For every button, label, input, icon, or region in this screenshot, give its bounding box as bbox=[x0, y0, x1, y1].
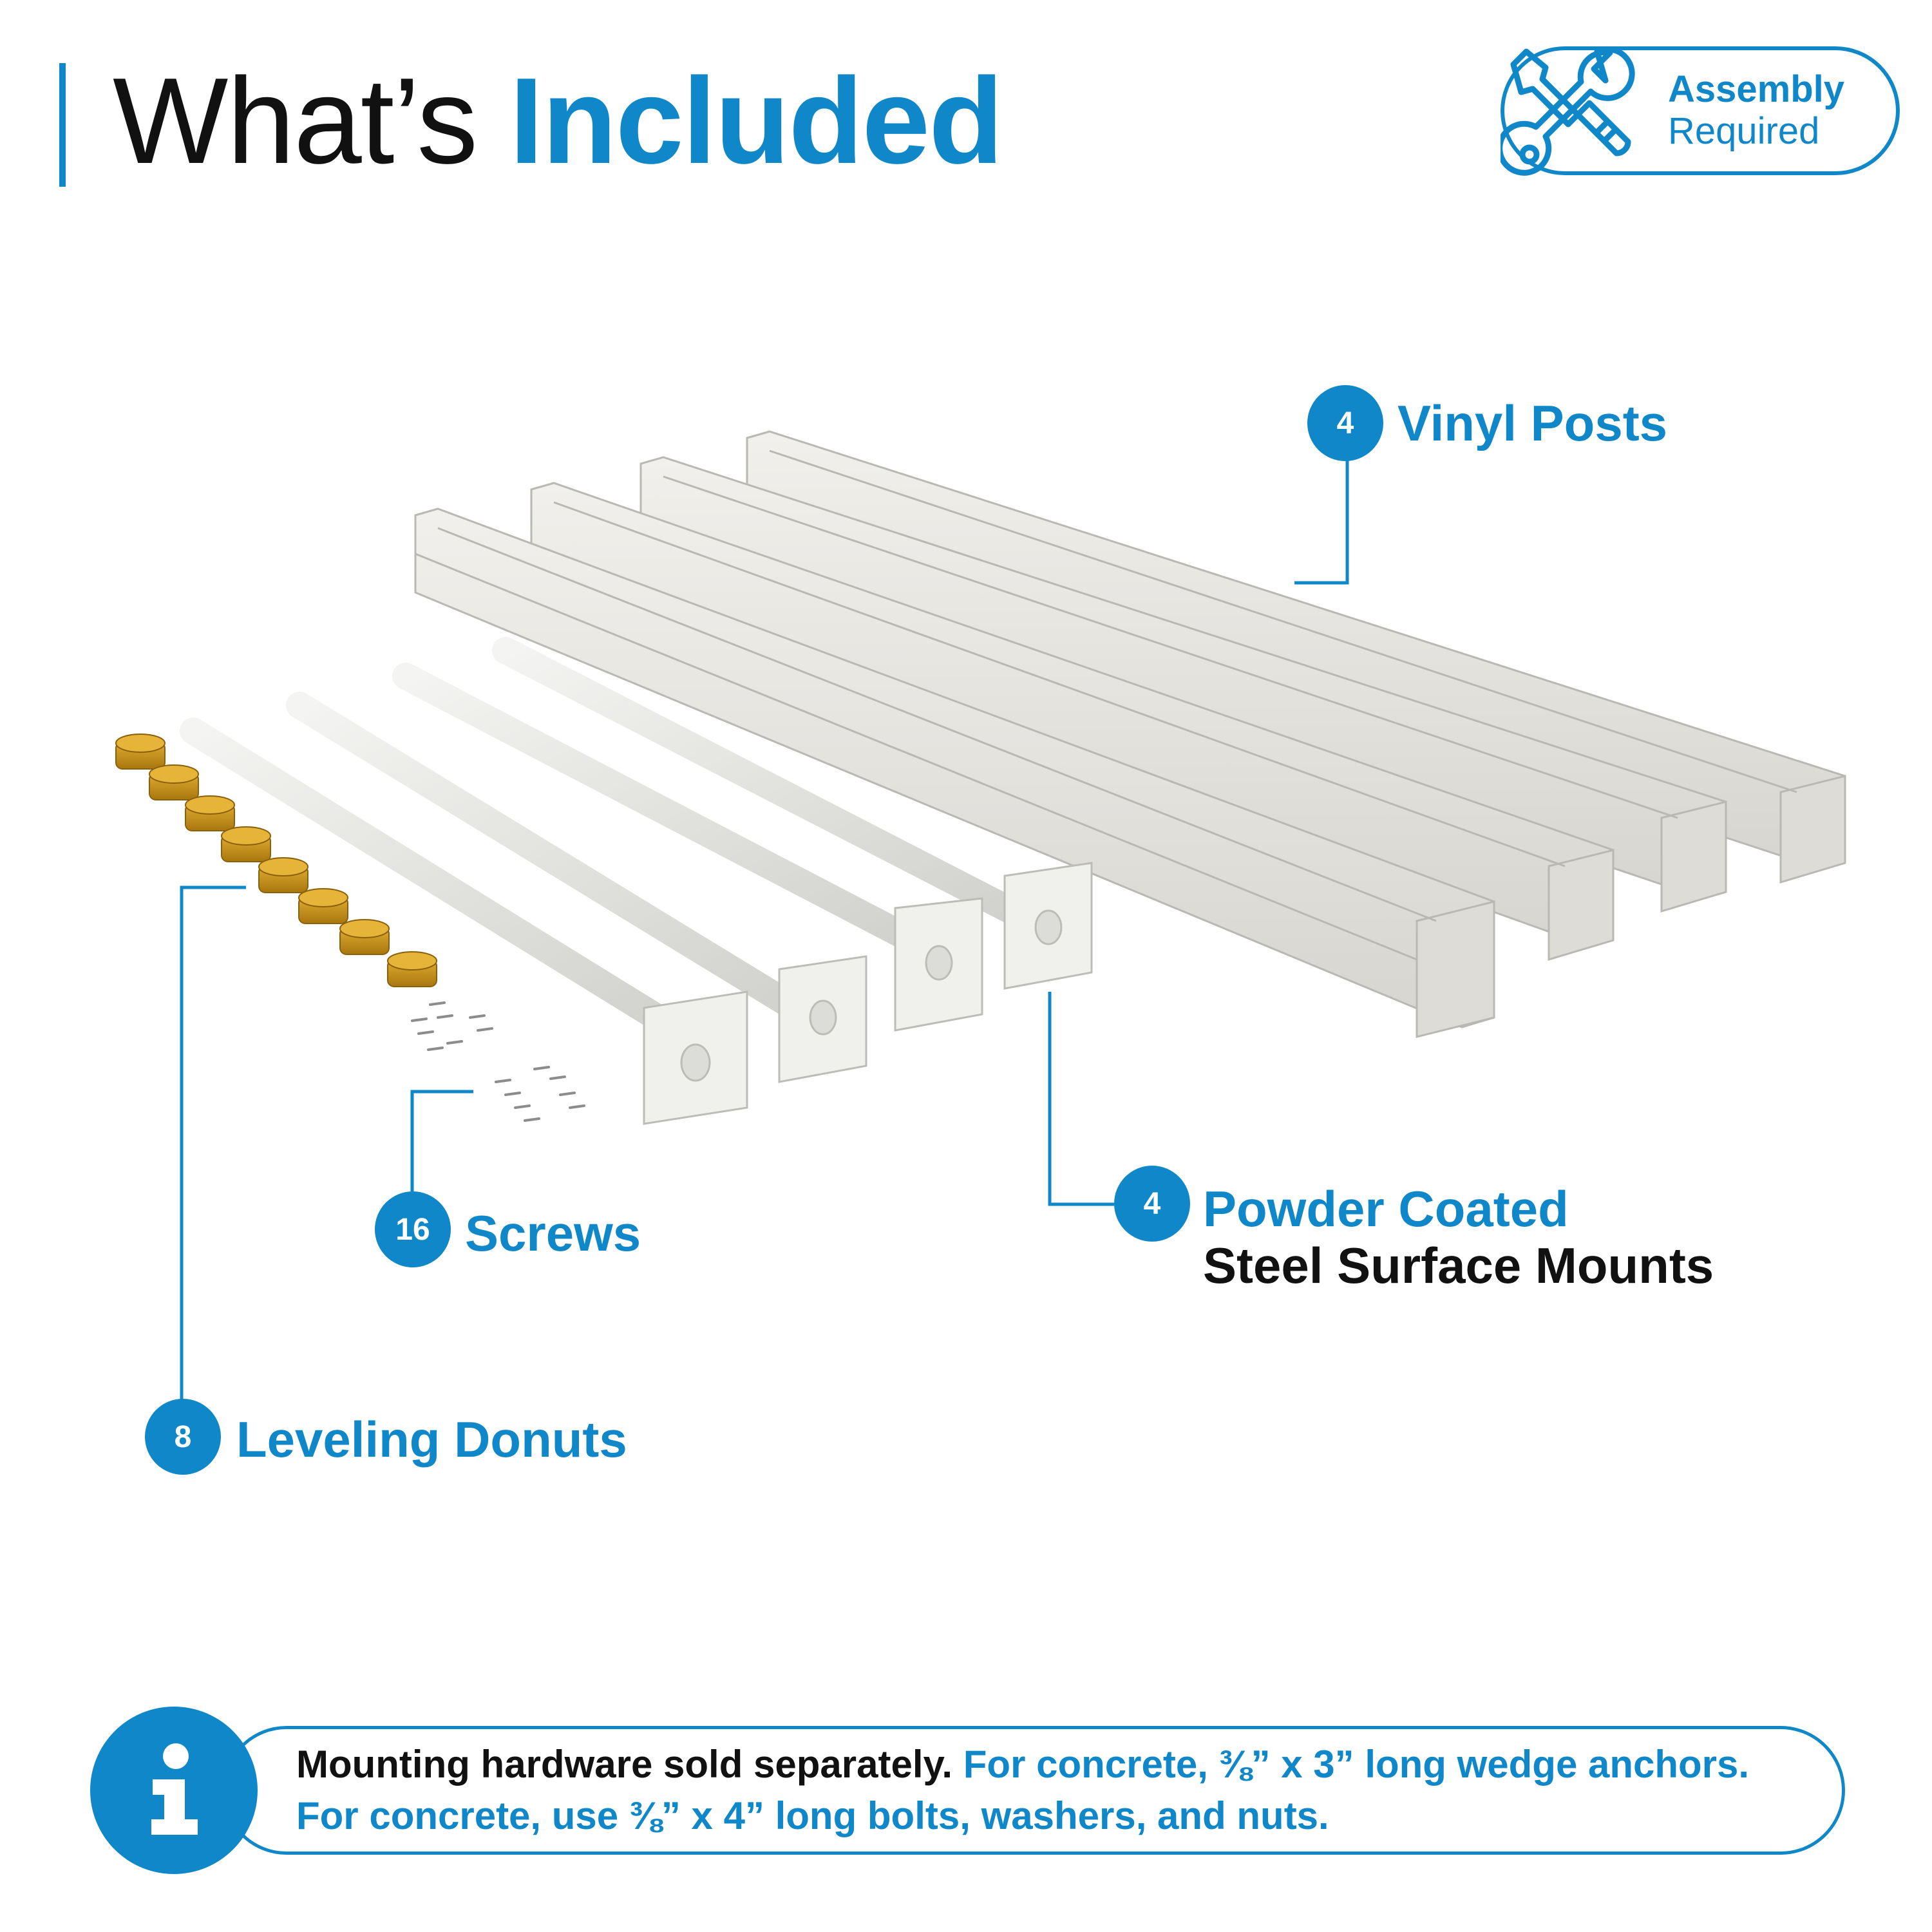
wrench-screwdriver-icon bbox=[1501, 46, 1635, 176]
leveling-donuts-count-badge: 8 bbox=[145, 1399, 221, 1475]
info-line-1: Mounting hardware sold separately. For c… bbox=[296, 1742, 1749, 1786]
assembly-badge bbox=[1501, 46, 1900, 175]
surface-mount-3 bbox=[392, 663, 983, 1032]
info-line-1-bold: Mounting hardware sold separately. bbox=[296, 1743, 953, 1786]
leveling-donuts-label: Leveling Donuts bbox=[236, 1411, 627, 1468]
vinyl-posts-callout-line bbox=[1294, 460, 1349, 585]
info-box bbox=[222, 1726, 1845, 1855]
info-line-2: For concrete, use ⅜” x 4” long bolts, wa… bbox=[296, 1794, 1329, 1837]
surface-mounts bbox=[180, 637, 1093, 1125]
leveling-donut bbox=[221, 826, 271, 862]
info-icon bbox=[90, 1707, 258, 1874]
screws-callout-line bbox=[410, 1090, 473, 1191]
badge-line-2: Required bbox=[1668, 110, 1820, 152]
surface-mounts-label-line-1: Powder Coated bbox=[1203, 1180, 1569, 1237]
surface-mount-1 bbox=[180, 717, 748, 1125]
leveling-donut bbox=[339, 919, 390, 955]
leveling-donuts bbox=[115, 734, 437, 987]
vinyl-post-3 bbox=[639, 456, 1727, 913]
vinyl-posts-label: Vinyl Posts bbox=[1397, 395, 1668, 451]
vinyl-posts bbox=[414, 430, 1846, 1038]
surface-mounts-callout-line bbox=[1048, 992, 1114, 1206]
surface-mounts-count-badge: 4 bbox=[1114, 1166, 1190, 1242]
leveling-donut bbox=[149, 764, 199, 800]
leveling-donut bbox=[185, 795, 235, 831]
screws bbox=[411, 1001, 585, 1122]
vinyl-posts-count-badge: 4 bbox=[1307, 385, 1383, 461]
screws-count-badge: 16 bbox=[375, 1191, 451, 1267]
surface-mounts-label-line-2: Steel Surface Mounts bbox=[1203, 1237, 1714, 1294]
surface-mount-4 bbox=[492, 637, 1093, 990]
screws-label: Screws bbox=[465, 1205, 641, 1262]
title-bold: Included bbox=[509, 53, 1003, 189]
leveling-donut bbox=[387, 951, 437, 987]
leveling-donuts-callout-line bbox=[180, 886, 246, 1401]
badge-line-1: Assembly bbox=[1668, 68, 1845, 110]
leveling-donut bbox=[258, 857, 308, 893]
leveling-donut bbox=[298, 888, 348, 924]
vinyl-post-1 bbox=[414, 507, 1495, 1038]
info-line-1-blue: For concrete, ⅜” x 3” long wedge anchors… bbox=[963, 1743, 1750, 1786]
surface-mount-2 bbox=[286, 692, 867, 1083]
title-accent-bar bbox=[59, 63, 66, 187]
page-title: What’s Included bbox=[113, 57, 1003, 185]
leveling-donut bbox=[115, 734, 166, 770]
title-regular: What’s bbox=[113, 53, 478, 189]
